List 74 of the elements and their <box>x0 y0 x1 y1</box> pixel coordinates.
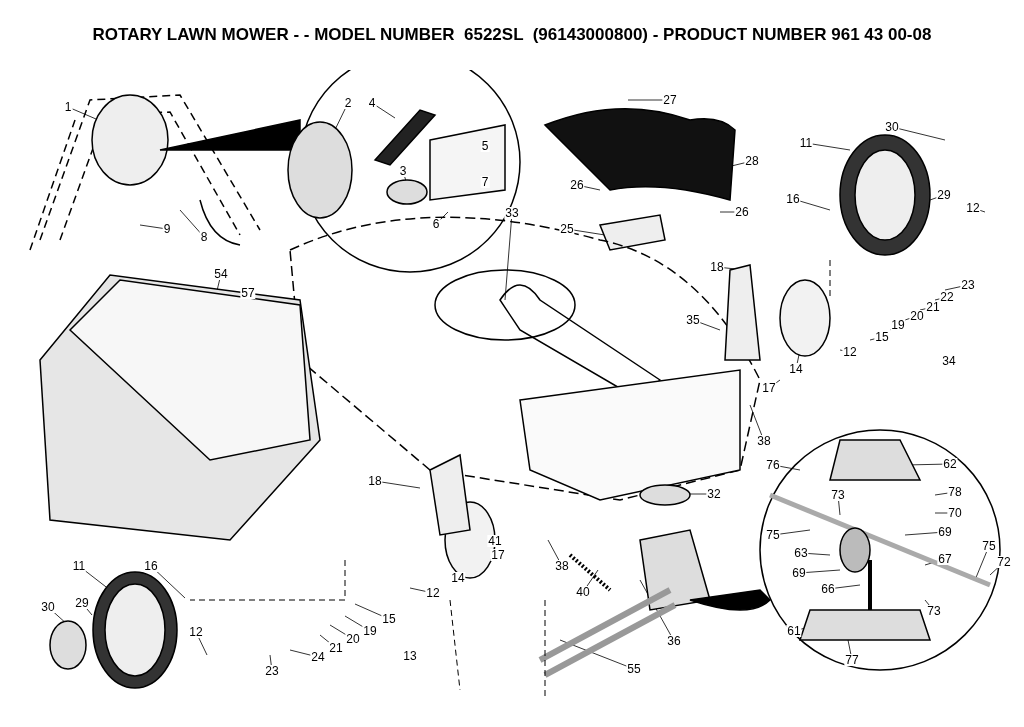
callout-number: 63 <box>793 547 809 559</box>
callout-number: 38 <box>756 435 772 447</box>
callout-number: 73 <box>926 605 942 617</box>
callout-number: 26 <box>569 179 585 191</box>
callout-number: 30 <box>40 601 56 613</box>
callout-number: 69 <box>791 567 807 579</box>
callout-number: 70 <box>947 507 963 519</box>
callout-number: 1 <box>63 101 73 113</box>
callout-number: 25 <box>559 223 575 235</box>
callout-number: 12 <box>425 587 441 599</box>
callout-number: 19 <box>362 625 378 637</box>
callout-number: 29 <box>936 189 952 201</box>
callout-number: 72 <box>996 556 1012 568</box>
callout-number: 15 <box>381 613 397 625</box>
callout-number: 14 <box>450 572 466 584</box>
callout-number: 18 <box>709 261 725 273</box>
callout-number: 24 <box>310 651 326 663</box>
callout-number: 13 <box>402 650 418 662</box>
callout-number: 11 <box>71 560 87 572</box>
callout-number: 35 <box>685 314 701 326</box>
callout-number: 34 <box>941 355 957 367</box>
callout-number: 36 <box>666 635 682 647</box>
callout-number: 62 <box>942 458 958 470</box>
callout-number: 9 <box>162 223 172 235</box>
callout-number: 6 <box>431 218 441 230</box>
callout-number: 26 <box>734 206 750 218</box>
callout-number: 33 <box>504 207 520 219</box>
callout-number: 12 <box>188 626 204 638</box>
callout-number: 75 <box>981 540 997 552</box>
callout-number: 78 <box>947 486 963 498</box>
diagram-title: ROTARY LAWN MOWER - - MODEL NUMBER 6522SL (96143000800) - PRODUCT NUMBER 961 43 00-08 <box>91 24 933 46</box>
callout-number: 21 <box>328 642 344 654</box>
callout-number: 8 <box>199 231 209 243</box>
callout-number: 14 <box>788 363 804 375</box>
callout-number: 61 <box>786 625 802 637</box>
callout-number: 17 <box>490 549 506 561</box>
callout-number: 20 <box>909 310 925 322</box>
callout-number: 4 <box>367 97 377 109</box>
callout-number: 23 <box>264 665 280 677</box>
callout-number: 12 <box>842 346 858 358</box>
callout-number: 12 <box>965 202 981 214</box>
callout-number: 19 <box>890 319 906 331</box>
callout-number: 16 <box>143 560 159 572</box>
callout-number: 15 <box>874 331 890 343</box>
callout-number: 16 <box>785 193 801 205</box>
callout-number: 32 <box>706 488 722 500</box>
callout-number: 75 <box>765 529 781 541</box>
callout-number: 77 <box>844 654 860 666</box>
callout-number: 30 <box>884 121 900 133</box>
callout-number: 29 <box>74 597 90 609</box>
callout-number: 22 <box>939 291 955 303</box>
callout-number: 38 <box>554 560 570 572</box>
callout-number: 54 <box>213 268 229 280</box>
callout-number: 20 <box>345 633 361 645</box>
callout-number: 17 <box>761 382 777 394</box>
callout-number: 2 <box>343 97 353 109</box>
callout-number: 73 <box>830 489 846 501</box>
callout-number: 21 <box>925 301 941 313</box>
callout-number: 7 <box>480 176 490 188</box>
callout-number: 3 <box>398 165 408 177</box>
callout-number: 69 <box>937 526 953 538</box>
callout-number: 57 <box>240 287 256 299</box>
callout-number: 40 <box>575 586 591 598</box>
callout-number: 27 <box>662 94 678 106</box>
callout-number: 23 <box>960 279 976 291</box>
callout-number: 67 <box>937 553 953 565</box>
callout-number: 5 <box>480 140 490 152</box>
callout-number: 11 <box>798 137 814 149</box>
callout-number: 66 <box>820 583 836 595</box>
callout-number: 55 <box>626 663 642 675</box>
callout-number: 18 <box>367 475 383 487</box>
callout-number: 41 <box>487 535 503 547</box>
callout-number: 76 <box>765 459 781 471</box>
callout-number: 28 <box>744 155 760 167</box>
